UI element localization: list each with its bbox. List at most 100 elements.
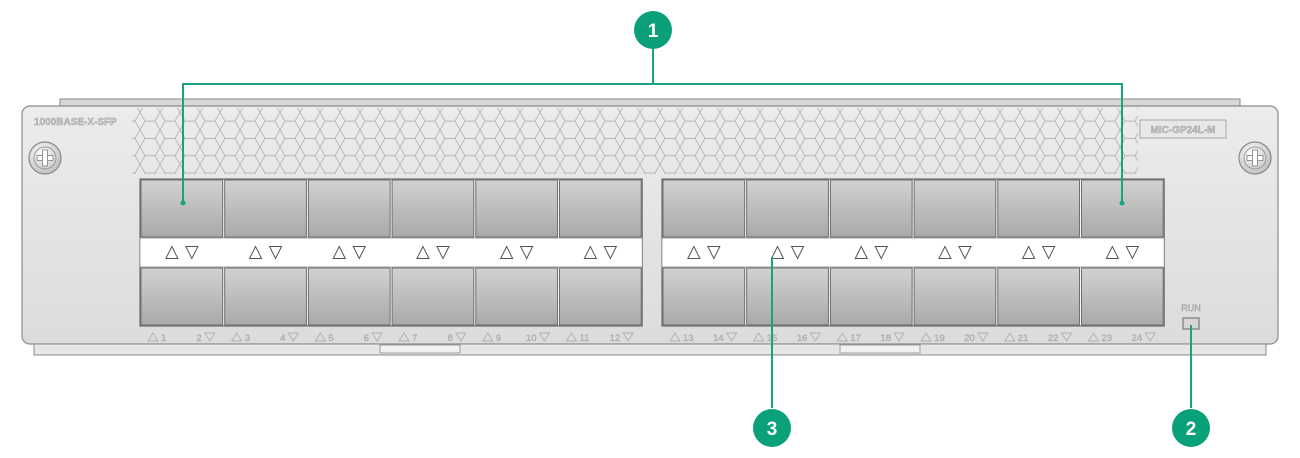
sfp-port-13[interactable] <box>662 179 746 238</box>
sfp-port-16[interactable] <box>746 267 829 326</box>
label-up-icon <box>314 332 327 342</box>
label-down-icon <box>1144 332 1157 342</box>
label-down-icon <box>538 332 551 342</box>
sfp-port-20[interactable] <box>913 267 997 326</box>
bottom-rail <box>33 343 1267 356</box>
callout-1-number: 1 <box>648 21 659 42</box>
port-led-up-icon <box>332 245 347 259</box>
port-led-up-icon <box>687 245 701 259</box>
port-label-bottom: 18 <box>881 333 892 344</box>
port-led-down-icon <box>436 246 450 260</box>
sfp-port-19[interactable] <box>913 179 997 238</box>
sfp-port-block-left <box>139 178 643 327</box>
label-up-icon <box>147 332 159 342</box>
label-down-icon <box>287 332 300 342</box>
callout-1-dot-right <box>1119 200 1125 206</box>
port-label-top: 13 <box>683 333 694 344</box>
sfp-port-5[interactable] <box>307 179 391 238</box>
port-label-bottom: 4 <box>280 333 285 344</box>
ejector-right <box>839 344 921 354</box>
sfp-port-1[interactable] <box>140 179 224 238</box>
vent-grille <box>132 108 1138 174</box>
port-label-top: 5 <box>328 333 333 344</box>
label-down-icon <box>622 332 635 342</box>
sfp-port-9[interactable] <box>475 179 558 238</box>
port-led-down-icon <box>958 246 972 260</box>
label-down-icon <box>725 332 738 342</box>
card-model-label: MIC-GP24L-M <box>1151 125 1216 136</box>
port-led-up-icon <box>583 245 598 259</box>
port-led-up-icon <box>499 245 514 259</box>
label-up-icon <box>1087 332 1100 342</box>
port-label-top: 3 <box>245 333 250 344</box>
label-down-icon <box>809 332 822 342</box>
label-up-icon <box>752 332 765 342</box>
label-up-icon <box>669 332 681 342</box>
label-up-icon <box>565 332 578 342</box>
port-label-top: 9 <box>496 333 501 344</box>
sfp-port-22[interactable] <box>997 267 1080 326</box>
port-label-top: 19 <box>934 333 945 344</box>
left-screw <box>28 141 62 175</box>
label-down-icon <box>371 332 383 342</box>
port-led-up-icon <box>938 245 952 259</box>
label-down-icon <box>976 332 989 342</box>
callout-3: 3 <box>753 409 791 447</box>
ejector-left <box>379 344 461 354</box>
panel-top-edge <box>59 98 1241 107</box>
port-label-bottom: 20 <box>964 333 975 344</box>
label-down-icon <box>203 332 216 342</box>
port-label-bottom: 10 <box>526 333 537 344</box>
sfp-port-3[interactable] <box>224 179 307 238</box>
sfp-port-14[interactable] <box>662 267 746 326</box>
label-up-icon <box>230 332 243 342</box>
port-led-down-icon <box>1125 246 1140 260</box>
port-led-up-icon <box>770 245 785 259</box>
port-led-down-icon <box>874 246 889 260</box>
sfp-port-18[interactable] <box>829 267 913 326</box>
callout-2-number: 2 <box>1186 419 1197 440</box>
callout-2: 2 <box>1172 409 1210 447</box>
sfp-port-8[interactable] <box>391 267 475 326</box>
label-up-icon <box>481 332 494 342</box>
port-led-down-icon <box>352 246 367 260</box>
port-label-bottom: 14 <box>713 333 724 344</box>
label-up-icon <box>920 332 932 342</box>
port-led-up-icon <box>248 245 263 259</box>
right-screw <box>1238 141 1272 175</box>
sfp-port-block-right <box>661 178 1165 327</box>
sfp-port-4[interactable] <box>224 267 307 326</box>
sfp-port-6[interactable] <box>307 267 391 326</box>
port-led-down-icon <box>603 246 618 260</box>
sfp-port-10[interactable] <box>475 267 558 326</box>
sfp-port-21[interactable] <box>997 179 1080 238</box>
label-down-icon <box>893 332 905 342</box>
port-led-up-icon <box>416 245 430 259</box>
callout-1-dot <box>180 200 186 206</box>
sfp-port-7[interactable] <box>391 179 475 238</box>
port-led-up-icon <box>854 245 869 259</box>
led-indicator-strip <box>661 237 1165 268</box>
port-label-top: 23 <box>1102 333 1113 344</box>
port-label-top: 7 <box>412 333 417 344</box>
run-led-label: RUN <box>1181 303 1201 313</box>
port-led-down-icon <box>707 246 721 260</box>
port-led-up-icon <box>1021 245 1036 259</box>
sfp-port-12[interactable] <box>559 267 642 326</box>
port-label-bottom: 6 <box>364 333 369 344</box>
sfp-port-2[interactable] <box>140 267 224 326</box>
model-label-frame <box>1139 119 1227 139</box>
sfp-port-24[interactable] <box>1081 267 1164 326</box>
led-indicator-strip <box>139 237 643 268</box>
port-label-bottom: 12 <box>610 333 621 344</box>
sfp-port-17[interactable] <box>829 179 913 238</box>
sfp-port-15[interactable] <box>746 179 829 238</box>
port-label-bottom: 22 <box>1048 333 1059 344</box>
port-label-bottom: 16 <box>797 333 808 344</box>
callout-1: 1 <box>634 11 672 49</box>
port-led-down-icon <box>185 246 199 260</box>
port-label-top: 17 <box>850 333 861 344</box>
sfp-port-11[interactable] <box>559 179 642 238</box>
